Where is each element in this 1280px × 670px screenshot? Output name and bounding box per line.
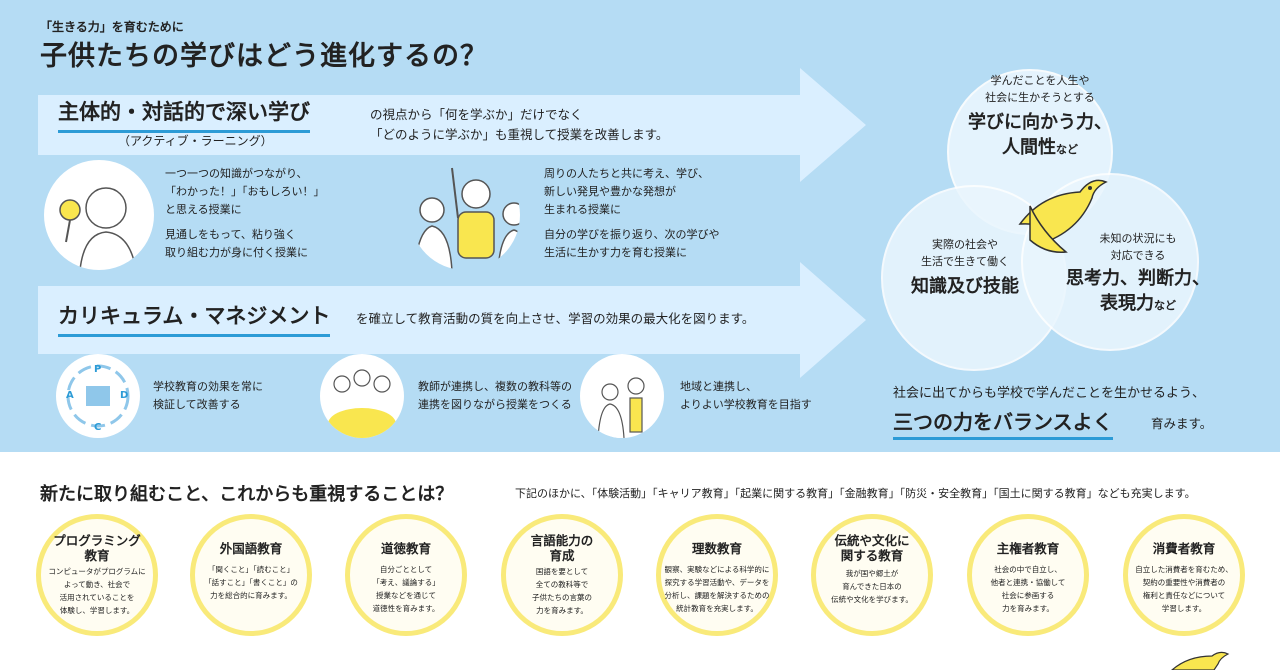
yellow-bird-corner-icon bbox=[1171, 651, 1230, 670]
topic-tradition-culture: 伝統や文化に 関する教育 我が国や郷土が 育んできた日本の 伝統や文化を学びます… bbox=[811, 514, 933, 636]
illustration-community bbox=[580, 354, 664, 438]
svg-text:C: C bbox=[94, 422, 101, 433]
svg-text:A: A bbox=[66, 390, 74, 401]
child-magnifier-icon bbox=[59, 187, 137, 270]
curriculum-management-desc: を確立して教育活動の質を向上させ、学習の効果の最大化を図ります。 bbox=[356, 311, 755, 326]
balance-line-2-tail: 育みます。 bbox=[1151, 416, 1213, 431]
venn-right-label: 未知の状況にも 対応できる 思考力、判断力、 表現力など bbox=[1066, 232, 1210, 314]
active-learning-block-1: 一つ一つの知識がつながり、 「わかった！」「おもしろい！」 と思える授業に bbox=[165, 167, 325, 216]
page-title: 子供たちの学びはどう進化するの？ bbox=[40, 41, 488, 72]
illustration-pdca-cycle: P D C A bbox=[56, 354, 140, 438]
arrow-curriculum bbox=[38, 262, 866, 378]
balance-line-1: 社会に出てからも学校で学んだことを生かせるよう、 bbox=[893, 386, 1206, 401]
topic-science-math: 理数教育 観察、実験などによる科学的に 探究する学習活動や、データを 分析し、課… bbox=[656, 514, 778, 636]
bottom-desc: 下記のほかに、「体験活動」「キャリア教育」「起業に関する教育」「金融教育」「防災… bbox=[515, 487, 1196, 500]
yellow-bird-icon bbox=[1018, 179, 1108, 253]
topic-language-ability: 言語能力の 育成 国語を要として 全ての教科等で 子供たちの言葉の 力を育みます… bbox=[501, 514, 623, 636]
venn-top-label: 学んだことを人生や 社会に生かそうとする 学びに向かう力、 人間性など bbox=[968, 74, 1112, 158]
illustration-kids-discussion bbox=[410, 160, 520, 270]
curriculum-item-1: 学校教育の効果を常に 検証して改善する bbox=[153, 380, 263, 411]
illustration-teachers-meeting bbox=[320, 354, 404, 438]
curriculum-management-title: カリキュラム・マネジメント bbox=[58, 300, 331, 337]
teachers-table-icon bbox=[328, 369, 396, 438]
active-learning-block-3: 周りの人たちと共に考え、学び、 新しい発見や豊かな発想が 生まれる授業に bbox=[544, 167, 709, 216]
illustration-child-magnifier bbox=[44, 160, 154, 270]
active-learning-title: 主体的・対話的で深い学び bbox=[58, 96, 310, 133]
active-learning-block-2: 見通しをもって、粘り強く 取り組む力が身に付く授業に bbox=[165, 228, 308, 259]
topic-moral: 道徳教育 自分ごととして 「考え、議論する」 授業などを通じて 道徳性を育みます… bbox=[345, 514, 467, 636]
svg-text:D: D bbox=[120, 390, 128, 401]
pre-title: 「生きる力」を育むために bbox=[40, 20, 184, 34]
bottom-panel: 新たに取り組むこと、これからも重視することは？ 下記のほかに、「体験活動」「キャ… bbox=[0, 452, 1280, 670]
curriculum-item-3: 地域と連携し、 よりよい学校教育を目指す bbox=[680, 380, 812, 411]
kids-raising-hand-icon bbox=[413, 167, 520, 270]
svg-text:P: P bbox=[94, 364, 101, 375]
topic-citizenship: 主権者教育 社会の中で自立し、 他者と連携・協働して 社会に参画する 力を育みま… bbox=[967, 514, 1089, 636]
topic-foreign-language: 外国語教育 「聞くこと」「読むこと」 「話すこと」「書くこと」の 力を総合的に育… bbox=[190, 514, 312, 636]
active-learning-desc-2: 「どのように学ぶか」も重視して授業を改善します。 bbox=[370, 127, 669, 142]
venn-left-label: 実際の社会や 生活で生きて働く 知識及び技能 bbox=[911, 238, 1019, 297]
community-people-icon bbox=[597, 377, 645, 438]
balance-line-2: 三つの力をバランスよく bbox=[893, 406, 1113, 440]
topic-programming: プログラミング 教育 コンピュータがプログラムに よって動き、社会で 活用されて… bbox=[36, 514, 158, 636]
pdca-cycle-icon: P D C A bbox=[66, 364, 130, 433]
arrow-active-learning bbox=[38, 68, 866, 182]
topic-consumer: 消費者教育 自立した消費者を育むため、 契約の重要性や消費者の 権利と責任などに… bbox=[1123, 514, 1245, 636]
active-learning-block-4: 自分の学びを振り返り、次の学びや 生活に生かす力を育む授業に bbox=[544, 228, 720, 259]
active-learning-subtitle: （アクティブ・ラーニング） bbox=[118, 134, 273, 148]
bottom-title: 新たに取り組むこと、これからも重視することは？ bbox=[40, 484, 454, 505]
active-learning-desc-1: の視点から「何を学ぶか」だけでなく bbox=[370, 107, 583, 122]
venn-diagram bbox=[881, 69, 1199, 371]
top-panel: 「生きる力」を育むために 子供たちの学びはどう進化するの？ 主体的・対話的で深い… bbox=[0, 0, 1280, 452]
curriculum-item-2: 教師が連携し、複数の教科等の 連携を図りながら授業をつくる bbox=[418, 380, 572, 411]
